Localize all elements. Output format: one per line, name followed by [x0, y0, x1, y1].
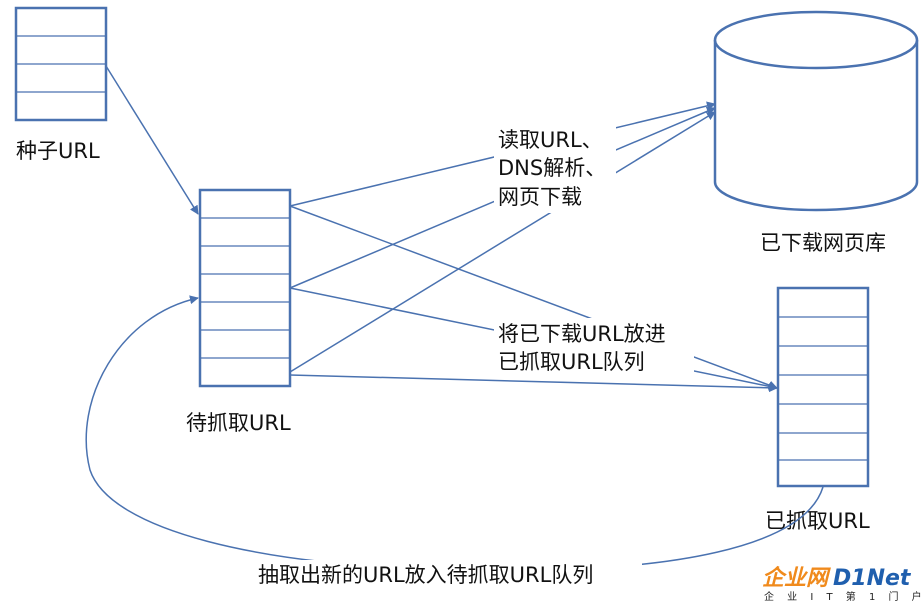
- seed-url-queue: [14, 6, 108, 122]
- download-label-line2: DNS解析、: [498, 156, 606, 180]
- move-label-line2: 已抓取URL队列: [498, 350, 645, 374]
- crawled-url-queue: [776, 286, 870, 488]
- extract-label-backing: [252, 560, 642, 590]
- move-arrow-3: [289, 374, 778, 393]
- downloaded-pages-database: [713, 10, 919, 212]
- watermark-tagline: 企 业 I T 第 1 门 户: [764, 590, 921, 603]
- download-arrow-3: [289, 111, 716, 373]
- d1net-watermark: 企业网 D1Net 企 业 I T 第 1 门 户: [762, 565, 921, 603]
- seed-to-pending-arrow: [105, 65, 199, 215]
- downloaded-pages-label: 已下载网页库: [760, 231, 886, 255]
- move-label-line1: 将已下载URL放进: [498, 322, 666, 346]
- extract-label: 抽取出新的URL放入待抓取URL队列: [258, 563, 593, 587]
- pending-url-queue: [198, 188, 292, 388]
- download-label-backing: [494, 125, 616, 213]
- pending-url-label: 待抓取URL: [186, 411, 291, 435]
- download-label-line1: 读取URL、: [498, 128, 603, 152]
- move-label-backing: [494, 318, 694, 378]
- move-arrow-1: [289, 205, 778, 390]
- extract-loop-arrow: [85, 295, 824, 572]
- download-label-line3: 网页下载: [498, 185, 582, 209]
- crawled-url-label: 已抓取URL: [765, 509, 870, 533]
- watermark-brand-en: D1Net: [833, 566, 912, 591]
- seed-url-label: 种子URL: [16, 139, 100, 163]
- watermark-brand-cn: 企业网: [762, 565, 831, 591]
